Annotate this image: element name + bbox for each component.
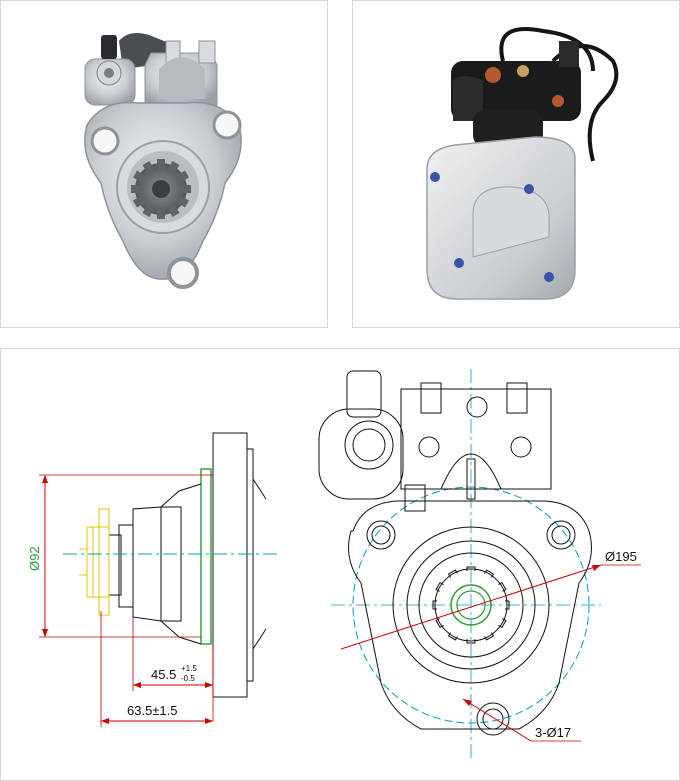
- pinion-gear-icon: [432, 566, 510, 644]
- length-63-5-label: 63.5±1.5: [127, 703, 178, 718]
- front-view: [318, 370, 592, 736]
- dimension-drawing-panel: Ø92 45.5 +1.5 -0.5 63.5±1.5: [0, 348, 680, 781]
- offset-45-5-dimension: [132, 617, 214, 721]
- pinion-gear-icon: [131, 159, 191, 219]
- diameter-92-dimension: [39, 474, 213, 638]
- mount-holes-label: 3-Ø17: [535, 725, 571, 740]
- offset-45-5-label: 45.5: [151, 667, 176, 682]
- diameter-92-label: Ø92: [27, 546, 42, 571]
- starter-motor-rear-photo: [426, 27, 619, 300]
- rear-photo-panel: [352, 0, 680, 328]
- front-photo-panel: [0, 0, 328, 328]
- starter-motor-dimension-drawing: Ø92 45.5 +1.5 -0.5 63.5±1.5: [27, 369, 641, 759]
- offset-tol-upper: +1.5: [181, 664, 197, 673]
- length-63-5-dimension: [100, 611, 213, 727]
- bolt-circle-195-label: Ø195: [605, 549, 637, 564]
- starter-motor-front-photo: [84, 33, 242, 289]
- side-view: [79, 432, 267, 698]
- offset-tol-lower: -0.5: [181, 674, 195, 683]
- screw-icon: [430, 172, 554, 282]
- bolt-circle-195-dimension: [340, 564, 641, 650]
- mount-holes-dimension: [462, 698, 581, 742]
